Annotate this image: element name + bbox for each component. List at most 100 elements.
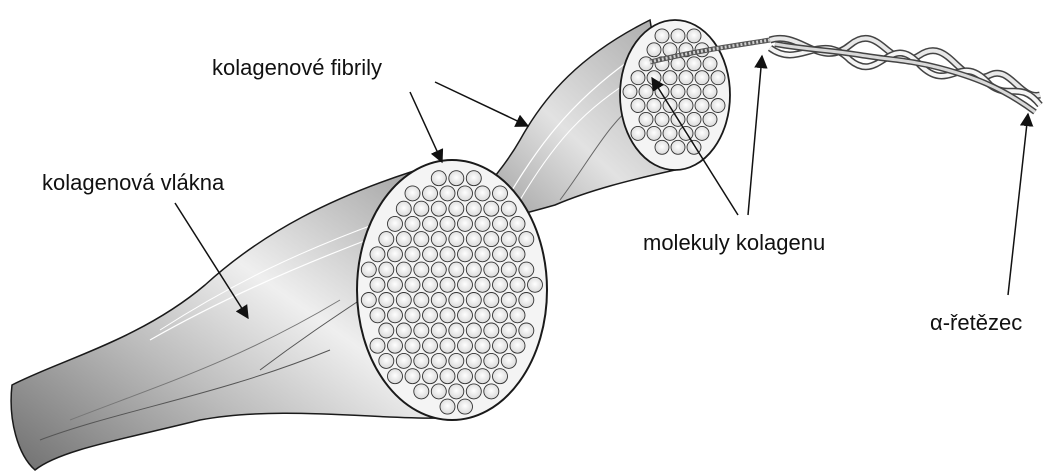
fibril-section-circle (414, 293, 429, 308)
fibril-section-circle (475, 308, 490, 323)
fibril-section-circle (388, 338, 403, 353)
fibril-section-circle (440, 277, 455, 292)
fibril-section-circle (519, 262, 534, 277)
fibril-section-circle (405, 247, 420, 262)
fibril-section-circle (423, 186, 438, 201)
fibril-section-circle (423, 277, 438, 292)
fibril-section-circle (493, 338, 508, 353)
molecule-section-circle (655, 29, 669, 43)
fibril-section-circle (528, 277, 543, 292)
fibril-section-circle (440, 369, 455, 384)
fibril-section-circle (379, 293, 394, 308)
fibril-section-circle (370, 308, 385, 323)
fibril-section-circle (379, 232, 394, 247)
fibril-section-circle (431, 262, 446, 277)
molecule-section-circle (671, 29, 685, 43)
molecule-section-circle (655, 112, 669, 126)
fibril-section-circle (493, 369, 508, 384)
arrow-fibrils-to-section (410, 92, 442, 162)
molecule-section-circle (647, 71, 661, 85)
label-collagen-fibrils: kolagenové fibrily (212, 57, 382, 79)
arrow-fibrils-to-fibril (435, 82, 528, 126)
fibril-section-circle (440, 186, 455, 201)
fibril-section-circle (458, 369, 473, 384)
fibril-section-circle (519, 232, 534, 247)
fibril-section-circle (458, 247, 473, 262)
fibril-section-circle (475, 247, 490, 262)
fibril-section-circle (396, 293, 411, 308)
fibril-section-circle (458, 338, 473, 353)
fibril-section-circle (466, 232, 481, 247)
fibril-section-circle (449, 384, 464, 399)
arrow-alpha-chain (1008, 114, 1028, 295)
molecule-section-circle (711, 99, 725, 113)
molecule-section-circle (631, 71, 645, 85)
molecule-section-circle (687, 85, 701, 99)
molecule-section-circle (663, 126, 677, 140)
fibril-section-circle (388, 277, 403, 292)
fibril-section-circle (423, 247, 438, 262)
fibril-section-circle (388, 308, 403, 323)
fibril-section-circle (423, 369, 438, 384)
fibril-section-circle (396, 232, 411, 247)
fibril-section-circle (423, 338, 438, 353)
fibril-section-circle (431, 171, 446, 186)
label-alpha-chain: α-řetězec (930, 312, 1022, 334)
fibril-section-circle (449, 232, 464, 247)
molecule-section-circle (687, 112, 701, 126)
fibril-section-circle (396, 353, 411, 368)
fibril-section-circle (493, 186, 508, 201)
molecule-section-circle (703, 112, 717, 126)
molecule-section-circle (639, 85, 653, 99)
fibril-section-circle (493, 277, 508, 292)
fibril-section-circle (501, 262, 516, 277)
molecule-section-circle (687, 57, 701, 71)
fibril-section-circle (414, 384, 429, 399)
fibril-section-circle (458, 277, 473, 292)
fibril-section-circle (510, 216, 525, 231)
molecule-section-circle (623, 85, 637, 99)
molecule-section-circle (703, 85, 717, 99)
fibril-section-circle (449, 293, 464, 308)
fibril-section-circle (414, 232, 429, 247)
fibril-section-circle (510, 277, 525, 292)
fibril-section-circle (449, 171, 464, 186)
fibril-section-circle (484, 384, 499, 399)
fibril-section-circle (510, 247, 525, 262)
molecule-section-circle (711, 71, 725, 85)
fibril-section-circle (431, 353, 446, 368)
fibril-section-circle (484, 201, 499, 216)
fibril-section-circle (484, 353, 499, 368)
fibril-section-circle (396, 262, 411, 277)
molecule-section-circle (687, 29, 701, 43)
fibril-section-circle (405, 186, 420, 201)
fibril-section-circle (458, 186, 473, 201)
label-collagen-molecules: molekuly kolagenu (643, 232, 825, 254)
fibril-section-circle (475, 338, 490, 353)
fibril-section-circle (466, 262, 481, 277)
fibril-section-circle (388, 369, 403, 384)
fibril-section-circle (493, 308, 508, 323)
fibril-section-circle (414, 353, 429, 368)
fibril-section-circle (405, 216, 420, 231)
fibril-section-circle (510, 338, 525, 353)
fibril-section-circle (379, 323, 394, 338)
fibril-section-circle (466, 384, 481, 399)
molecule-section-circle (695, 71, 709, 85)
fibril-section-circle (379, 353, 394, 368)
fibril-cross-section (620, 20, 730, 170)
fibril-section-circle (475, 369, 490, 384)
fibril-section-circle (431, 384, 446, 399)
fibril-section-circle (431, 232, 446, 247)
fibril-section-circle (484, 262, 499, 277)
fibril-section-circle (388, 216, 403, 231)
fibril-section-circle (423, 308, 438, 323)
fibril-section-circle (510, 308, 525, 323)
fibril-section-circle (458, 216, 473, 231)
molecule-section-circle (679, 99, 693, 113)
fibril-section-circle (475, 277, 490, 292)
fibril-section-circle (414, 201, 429, 216)
molecule-section-circle (703, 57, 717, 71)
